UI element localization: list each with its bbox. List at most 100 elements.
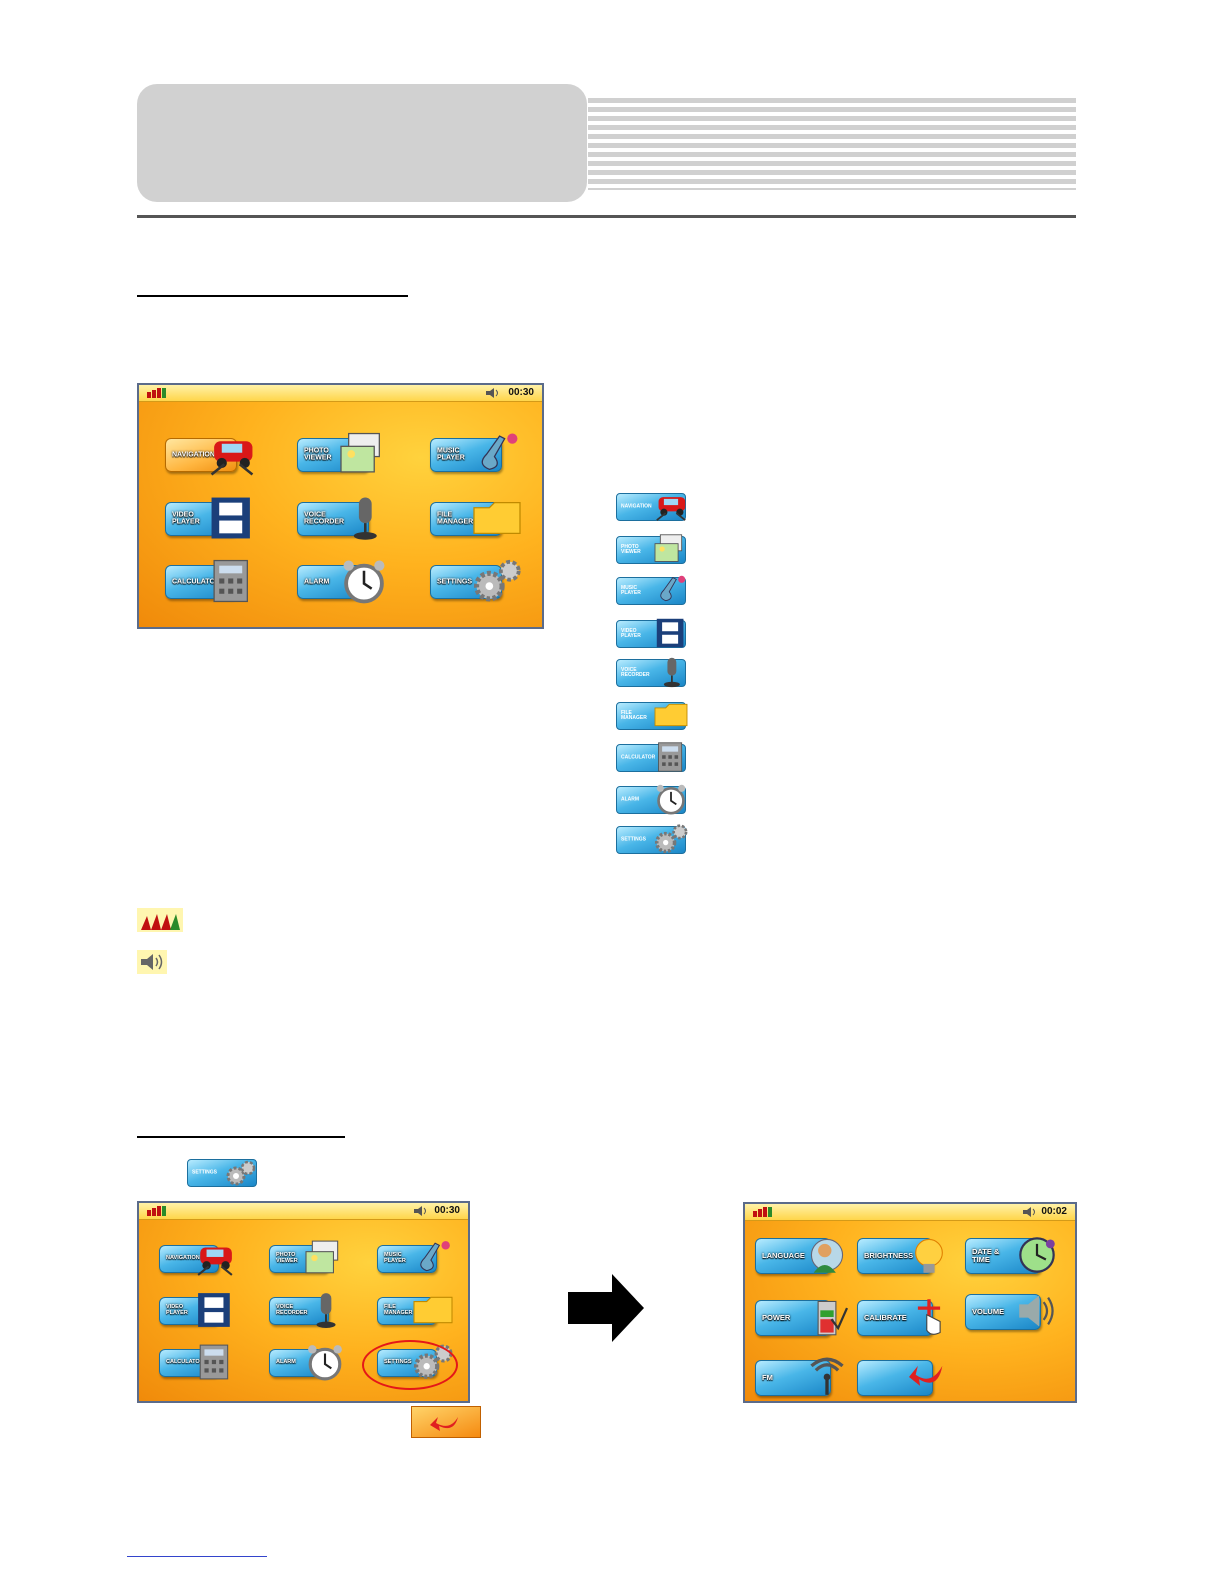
alarm-label: ALARM [276,1359,296,1366]
header-rule [137,215,1076,218]
speaker-icon [486,388,498,398]
voice-recorder-label: VOICE RECORDER [276,1304,308,1316]
clock-text: 00:30 [434,1205,460,1216]
icon-list-label: VIDEO PLAYER [621,628,641,639]
header-title-panel [137,84,587,202]
return-arrow-icon [905,1357,953,1401]
speaker-icon [1013,1291,1061,1336]
voice-recorder-button[interactable]: VOICE RECORDER [269,1297,329,1325]
folder-icon [411,1291,455,1334]
alarm-clock-icon [653,783,689,820]
date-time-label: DATE & TIME [972,1247,1000,1264]
navigation-label: NAVIGATION [166,1255,200,1262]
status-bar: 00:30 [139,1203,468,1220]
return-icon [411,1406,481,1438]
antenna-icon [803,1357,851,1401]
alarm-label: ALARM [304,578,330,586]
brightness-label: BRIGHTNESS [864,1251,914,1261]
gears-icon [226,1160,256,1186]
status-bar: 00:02 [745,1204,1075,1221]
section-heading-underline [137,295,408,297]
car-icon [653,490,689,527]
film-icon [193,1291,237,1334]
file-manager-label: FILE MANAGER [384,1304,413,1316]
microphone-icon [653,656,689,693]
clock-text: 00:30 [508,387,534,398]
battery-icon [803,1297,851,1342]
icon-list-item: VIDEO PLAYER [616,618,686,648]
voice-recorder-button[interactable]: VOICE RECORDER [297,502,369,536]
folder-icon [469,495,525,546]
navigation-label: NAVIGATION [172,451,215,459]
music-note-icon [469,431,525,482]
alarm-clock-icon [303,1343,347,1386]
icon-list-label: ALARM [621,796,640,803]
music-player-label: MUSIC PLAYER [437,447,465,462]
icon-list-item: FILE MANAGER [616,702,688,730]
icon-list-item: MUSIC PLAYER [616,575,686,605]
car-icon [193,1239,237,1282]
microphone-icon [336,495,392,546]
status-bar: 00:30 [139,385,542,402]
calibrate-button[interactable]: CALIBRATE [857,1300,933,1336]
music-note-icon [411,1239,455,1282]
microphone-icon [303,1291,347,1334]
calculator-label: CALCULATOR [172,578,220,586]
settings-screen: 00:02 LANGUAGE BRIGHTNESS DATE & TIME POWER… [743,1202,1077,1403]
volume-button[interactable]: VOLUME [965,1294,1041,1330]
film-icon [204,495,260,546]
settings-label: SETTINGS [437,578,473,586]
icon-list-label: NAVIGATION [621,503,652,510]
right-arrow-icon [568,1274,644,1342]
signal-strength-icon [137,908,183,932]
folder-icon [653,699,689,736]
footer-link-underline [127,1556,267,1557]
music-player-label: MUSIC PLAYER [384,1252,406,1264]
speaker-icon [414,1206,426,1216]
video-player-label: VIDEO PLAYER [172,511,200,526]
power-label: POWER [762,1313,791,1323]
section-heading-underline-2 [137,1136,345,1138]
return-arrow-icon [430,1417,458,1431]
main-menu-screen-small: 00:30 NAVIGATION PHOTO VIEWER MUSIC PLAYER… [137,1201,470,1403]
icon-list-label: CALCULATOR [621,754,656,761]
signal-icon [753,1207,775,1217]
photo-viewer-label: PHOTO VIEWER [276,1252,298,1264]
car-icon [204,431,260,482]
gears-icon [653,823,689,860]
icon-list-label: VOICE RECORDER [621,667,650,678]
photo-icon [336,431,392,482]
film-icon [653,617,689,654]
signal-icon [147,1206,169,1216]
signal-icon [147,388,169,398]
calculator-icon [204,558,260,609]
volume-icon [137,950,167,974]
icon-list-item: NAVIGATION [616,493,686,521]
icon-list-label: SETTINGS [621,836,647,843]
icon-list-item: SETTINGS [616,824,688,854]
calculator-label: CALCULATOR [166,1359,204,1366]
bulb-icon [905,1235,953,1280]
gears-icon [469,558,525,609]
video-player-label: VIDEO PLAYER [166,1304,188,1316]
calculator-icon [193,1343,237,1386]
alarm-clock-icon [336,558,392,609]
language-label: LANGUAGE [762,1251,805,1261]
speaker-icon [1023,1207,1035,1217]
icon-list-label: PHOTO VIEWER [621,544,641,555]
photo-icon [653,533,689,570]
icon-list-label: FILE MANAGER [621,710,647,721]
settings-highlight-ring [362,1340,458,1390]
header-stripes [588,98,1076,190]
pointer-icon [905,1297,953,1342]
file-manager-label: FILE MANAGER [437,511,474,526]
icon-list-item: ALARM [616,784,686,815]
icon-list-item: VOICE RECORDER [616,657,686,688]
icon-list-item: CALCULATOR [616,742,686,772]
calculator-icon [653,741,689,778]
fm-label: FM [762,1373,773,1383]
music-note-icon [653,574,689,611]
person-icon [803,1235,851,1280]
clock-icon [1013,1235,1061,1280]
